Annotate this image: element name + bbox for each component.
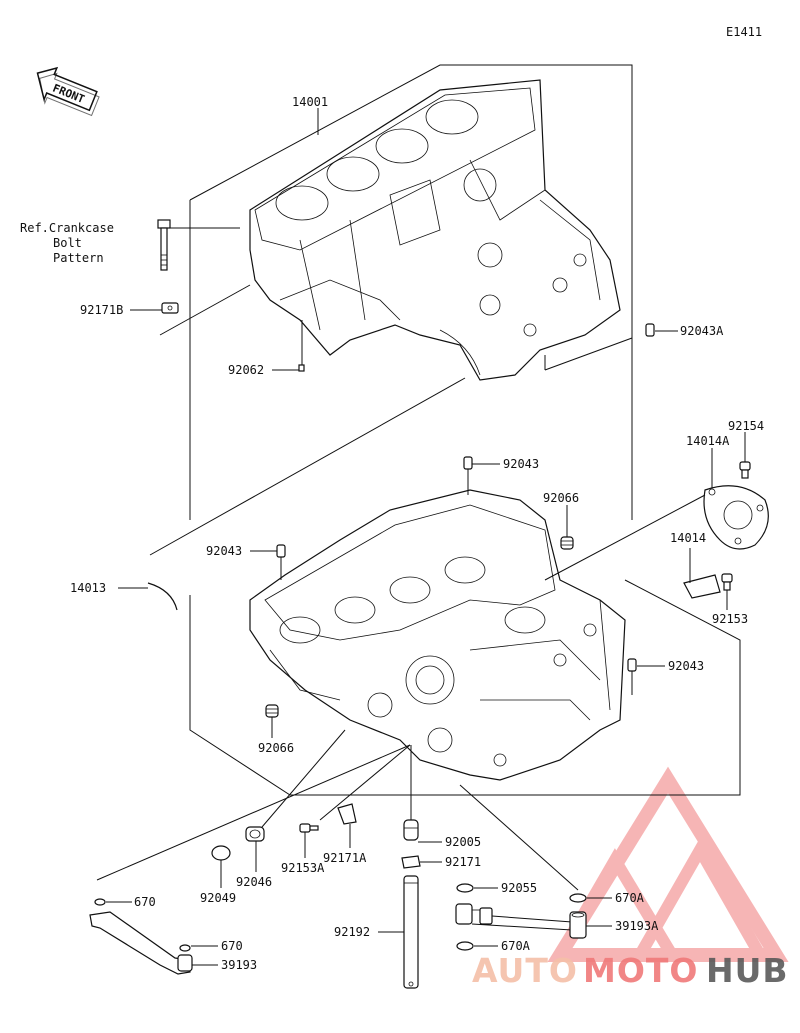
leader-92046-link (261, 729, 346, 828)
callout-92005: 92005 (445, 835, 481, 849)
dowel-92062 (298, 364, 305, 372)
callout-14001: 14001 (292, 95, 328, 109)
callout-92055: 92055 (501, 881, 537, 895)
watermark-part3: HUB (706, 951, 789, 990)
callout-92154: 92154 (728, 419, 764, 433)
callout-670A-top: 670A (615, 891, 645, 905)
bolt-92154 (739, 461, 751, 479)
dowel-92043-right (627, 658, 637, 672)
callout-92171A: 92171A (323, 851, 367, 865)
clamp-92171 (401, 855, 421, 869)
ref-note-line2: Bolt (53, 236, 82, 250)
callout-670-left: 670 (134, 895, 156, 909)
watermark-triangle-left (549, 848, 683, 961)
callout-14014: 14014 (670, 531, 706, 545)
watermark-part1: AUTO (472, 951, 578, 990)
callout-92066-left: 92066 (258, 741, 294, 755)
dowel-92043-left (276, 544, 286, 558)
callout-92043-right: 92043 (668, 659, 704, 673)
upper-crankcase-14001 (249, 79, 621, 381)
callout-92153: 92153 (712, 612, 748, 626)
bolt-92153A (299, 823, 319, 833)
lower-crankcase (249, 489, 626, 781)
plug-92066-left (265, 704, 279, 718)
pipe-92192 (403, 875, 419, 989)
callout-92046: 92046 (236, 875, 272, 889)
callout-39193: 39193 (221, 958, 257, 972)
callout-14014A: 14014A (686, 434, 730, 448)
clamp-92171A (337, 803, 357, 825)
leader-oil-pipe-link (96, 744, 411, 881)
callout-92043-top: 92043 (503, 457, 539, 471)
callout-39193A: 39193A (615, 919, 659, 933)
oring-670A-top (569, 893, 587, 903)
leader-92171B-link (159, 284, 251, 336)
fitting-pair (455, 903, 493, 925)
ref-note-line1: Ref.Crankcase (20, 221, 114, 235)
fitting-92005 (403, 819, 419, 841)
bearing-92046 (245, 826, 265, 842)
crankcase-bolt (157, 219, 171, 271)
bearing-14013 (147, 582, 178, 611)
leader-14013-link (149, 377, 466, 556)
callout-14013: 14013 (70, 581, 106, 595)
assembly-frame-lines (189, 64, 741, 796)
front-arrow-icon: FRONT (36, 66, 100, 117)
dowel-92043-top (463, 456, 473, 470)
watermark-logo (547, 766, 789, 962)
leader-14014A-link (544, 494, 706, 581)
plug-92066-right (560, 536, 574, 550)
callout-670A-bottom: 670A (501, 939, 531, 953)
ref-note-line3: Pattern (53, 251, 104, 265)
callout-92062: 92062 (228, 363, 264, 377)
callout-92171B: 92171B (80, 303, 123, 317)
bolt-92153 (721, 573, 733, 591)
callout-670-mid: 670 (221, 939, 243, 953)
watermark-part2: MOTO (583, 951, 698, 990)
oring-670A-bottom (456, 941, 474, 951)
watermark-triangle-right (629, 837, 771, 961)
callout-92049: 92049 (200, 891, 236, 905)
watermark-text: AUTO MOTO HUB (472, 951, 789, 990)
callout-92171: 92171 (445, 855, 481, 869)
seal-92049 (211, 845, 231, 861)
cover-14014A (703, 485, 769, 550)
leader-fitting-pair (491, 915, 573, 923)
callout-92043A: 92043A (680, 324, 724, 338)
clamp-92171B (161, 302, 179, 314)
bracket-14014 (683, 574, 721, 599)
oring-92055 (456, 883, 474, 893)
leader-92171A-link (319, 744, 411, 821)
callout-92066-right: 92066 (543, 491, 579, 505)
callout-92153A: 92153A (281, 861, 325, 875)
diagram-code: E1411 (726, 25, 762, 39)
oil-pipe-left (89, 898, 193, 975)
dowel-92043A (645, 323, 655, 337)
leader-670A-link (459, 784, 579, 891)
leader-fitting-pair-2 (471, 923, 573, 931)
callout-92043-left: 92043 (206, 544, 242, 558)
fitting-39193A (569, 911, 587, 939)
callout-92192: 92192 (334, 925, 370, 939)
